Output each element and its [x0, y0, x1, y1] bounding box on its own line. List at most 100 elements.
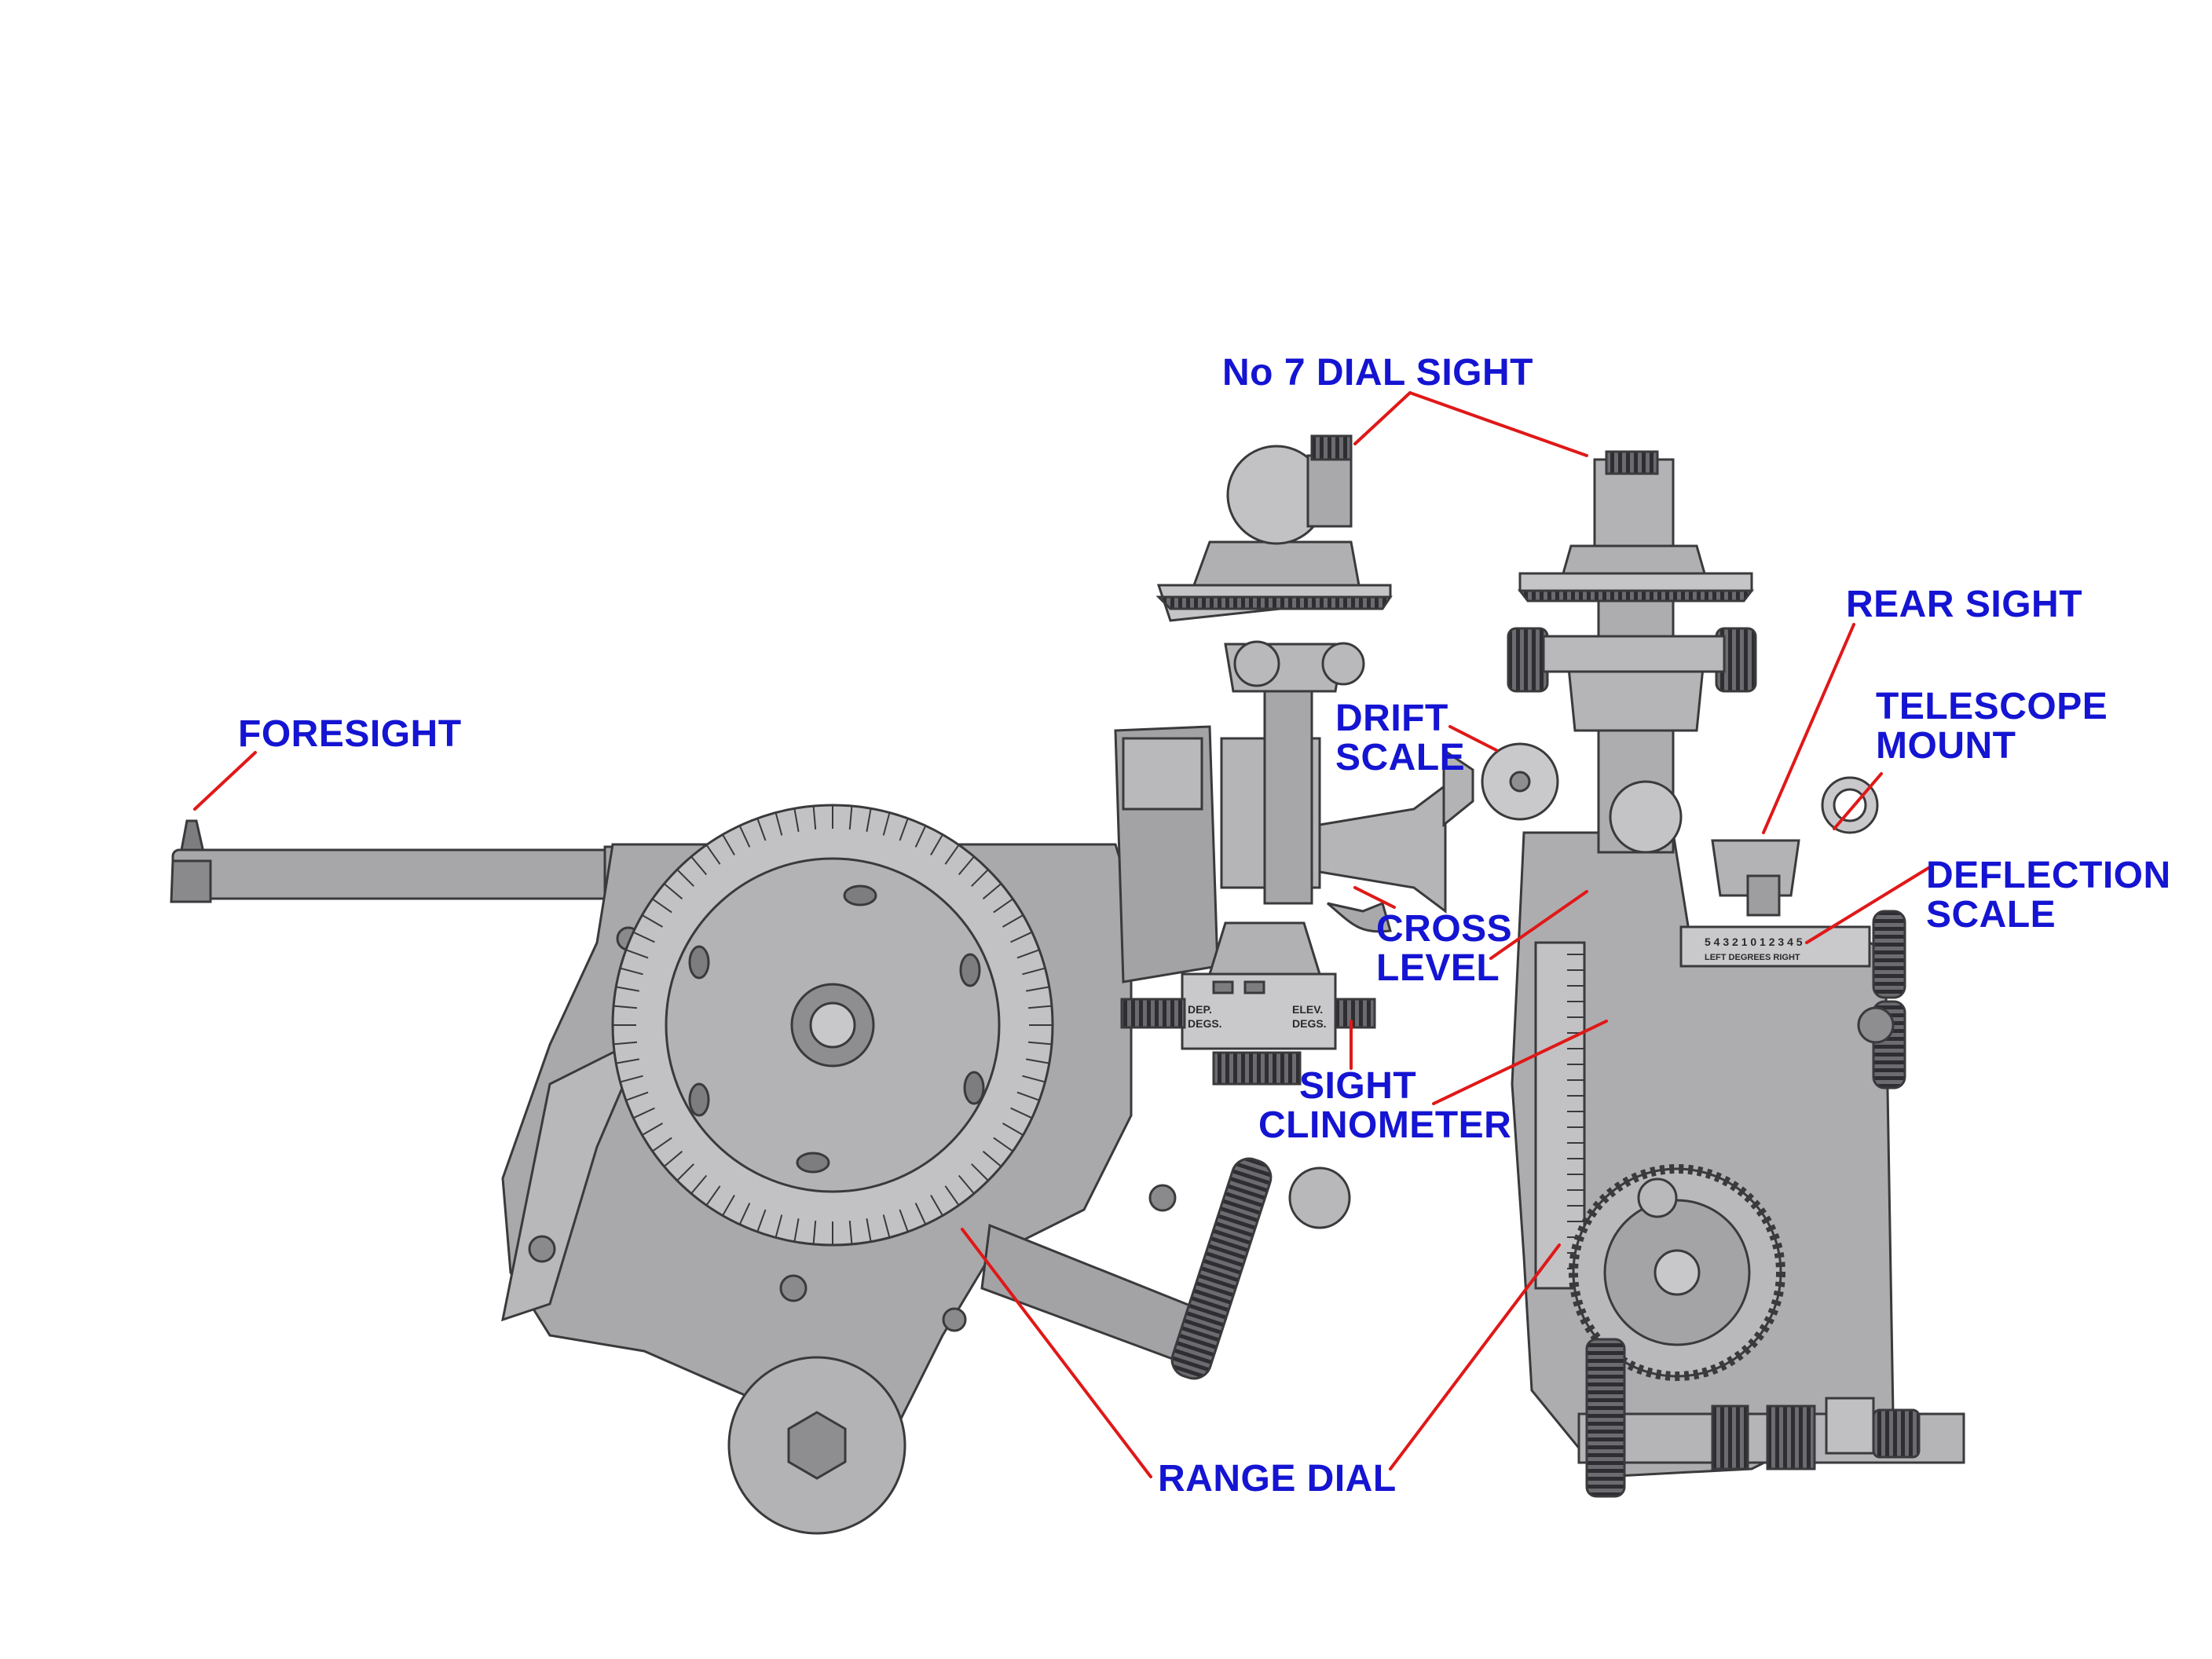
- range-dial-tick: [944, 1185, 960, 1206]
- range-dial-tick: [1027, 1005, 1053, 1009]
- range-dial-tick: [620, 1075, 643, 1083]
- range-dial-tick: [676, 1163, 694, 1181]
- elev-degs-text: ELEV.: [1292, 1003, 1323, 1016]
- label-sight-clinometer-line2: CLINOMETER: [1258, 1104, 1512, 1146]
- label-foresight: FORESIGHT: [238, 715, 462, 754]
- leader-telescope-mount: [1833, 772, 1883, 830]
- range-dial: [611, 804, 1054, 1247]
- range-dial-tick: [616, 986, 639, 992]
- range-dial-tick: [1027, 1041, 1053, 1046]
- range-dial-tick: [1022, 967, 1046, 976]
- range-dial-tick: [738, 1203, 751, 1225]
- leader-drift-scale: [1448, 725, 1498, 752]
- label-dial-sight: No 7 DIAL SIGHT: [1222, 353, 1533, 393]
- label-cross-level-line1: CROSS: [1376, 908, 1513, 950]
- dep-degs-text: DEP.: [1188, 1003, 1212, 1016]
- label-cross-level-line2: LEVEL: [1376, 947, 1500, 989]
- leader-foresight: [193, 751, 257, 811]
- label-foresight-text: FORESIGHT: [238, 713, 462, 755]
- label-deflection-scale-line1: DEFLECTION: [1926, 855, 2171, 896]
- leader-rear-sight: [1762, 623, 1855, 834]
- label-drift-scale-line1: DRIFT: [1335, 698, 1448, 739]
- label-telescope-mount: TELESCOPE MOUNT: [1876, 687, 2108, 766]
- leader-cross-level-2: [1489, 890, 1588, 960]
- range-dial-tick: [982, 883, 1002, 900]
- label-rear-sight-text: REAR SIGHT: [1846, 584, 2083, 625]
- range-dial-tick: [958, 855, 975, 876]
- label-deflection-scale: DEFLECTION SCALE: [1926, 856, 2171, 935]
- range-dial-tick: [676, 869, 694, 887]
- range-dial-tick: [1016, 949, 1040, 959]
- left-degrees-right-text: LEFT DEGREES RIGHT: [1705, 953, 1800, 962]
- range-dial-tick: [930, 1195, 943, 1216]
- range-dial-tick: [914, 1203, 927, 1225]
- elev-degs-text-line2: DEGS.: [1292, 1017, 1327, 1030]
- dial-sight-left: [1155, 434, 1447, 933]
- range-dial-tick: [632, 931, 655, 943]
- range-dial-tick: [738, 825, 751, 848]
- deflection-ticks-text: 5 4 3 2 1 0 1 2 3 4 5: [1705, 936, 1803, 948]
- range-dial-tick: [866, 1218, 872, 1242]
- range-dial-tick: [663, 1150, 683, 1167]
- range-dial-tick: [756, 1209, 767, 1232]
- range-dial-tick: [958, 1174, 975, 1195]
- sight-clinometer: [1120, 921, 1376, 1086]
- range-dial-tick: [690, 1174, 708, 1195]
- range-dial-tick: [1002, 914, 1024, 928]
- range-dial-tick: [866, 808, 872, 832]
- range-dial-tick: [1010, 1107, 1033, 1119]
- range-dial-tick: [1002, 1122, 1024, 1136]
- range-dial-tick: [756, 818, 767, 841]
- range-dial-tick: [971, 869, 989, 887]
- range-dial-tick: [882, 1214, 891, 1238]
- range-dial-tick: [1026, 1058, 1049, 1064]
- range-dial-tick: [775, 812, 783, 836]
- range-dial-tick: [848, 805, 853, 830]
- leader-dial-sight-right: [1408, 391, 1588, 457]
- range-dial-tick: [613, 1005, 638, 1009]
- range-dial-tick: [930, 834, 943, 855]
- range-dial-tick: [625, 949, 649, 959]
- range-dial-tick: [1010, 931, 1033, 943]
- range-dial-tick: [899, 818, 909, 841]
- range-dial-tick: [652, 898, 672, 914]
- right-body: [1511, 776, 1965, 1498]
- label-drift-scale-line2: SCALE: [1335, 737, 1466, 778]
- range-dial-tick: [882, 812, 891, 836]
- leader-deflection-scale: [1805, 866, 1930, 944]
- range-dial-tick: [793, 1218, 800, 1242]
- range-dial-tick: [793, 808, 800, 832]
- range-dial-tick: [982, 1150, 1002, 1167]
- range-dial-tick: [690, 855, 708, 876]
- leader-sight-clinometer-2: [1432, 1020, 1608, 1105]
- range-dial-tick: [899, 1209, 909, 1232]
- range-dial-tick: [993, 1137, 1013, 1152]
- leader-lines: [193, 391, 1930, 1478]
- leader-range-dial-2: [1389, 1243, 1561, 1470]
- dep-degs-text-line2: DEGS.: [1188, 1017, 1222, 1030]
- foresight-barrel: [170, 819, 654, 911]
- range-dial-tick: [722, 1195, 735, 1216]
- range-dial-tick: [625, 1091, 649, 1101]
- range-dial-tick: [1026, 986, 1049, 992]
- range-dial-tick: [1016, 1091, 1040, 1101]
- range-dial-tick: [722, 834, 735, 855]
- range-dial-tick: [652, 1137, 672, 1152]
- range-dial-tick: [613, 1041, 638, 1046]
- range-dial-tick: [632, 1107, 655, 1119]
- range-dial-tick: [620, 967, 643, 976]
- label-sight-clinometer-line1: SIGHT: [1299, 1065, 1417, 1107]
- range-dial-tick: [642, 914, 663, 928]
- leader-cross-level: [1353, 886, 1396, 909]
- range-dial-tick: [1022, 1075, 1046, 1083]
- label-range-dial: RANGE DIAL: [1158, 1459, 1397, 1499]
- range-dial-tick: [944, 844, 960, 865]
- range-dial-tick: [705, 1185, 721, 1206]
- label-deflection-scale-line2: SCALE: [1926, 894, 2056, 936]
- range-dial-tick: [914, 825, 927, 848]
- range-dial-tick: [993, 898, 1013, 914]
- label-telescope-mount-line1: TELESCOPE: [1876, 686, 2108, 727]
- range-dial-tick: [642, 1122, 663, 1136]
